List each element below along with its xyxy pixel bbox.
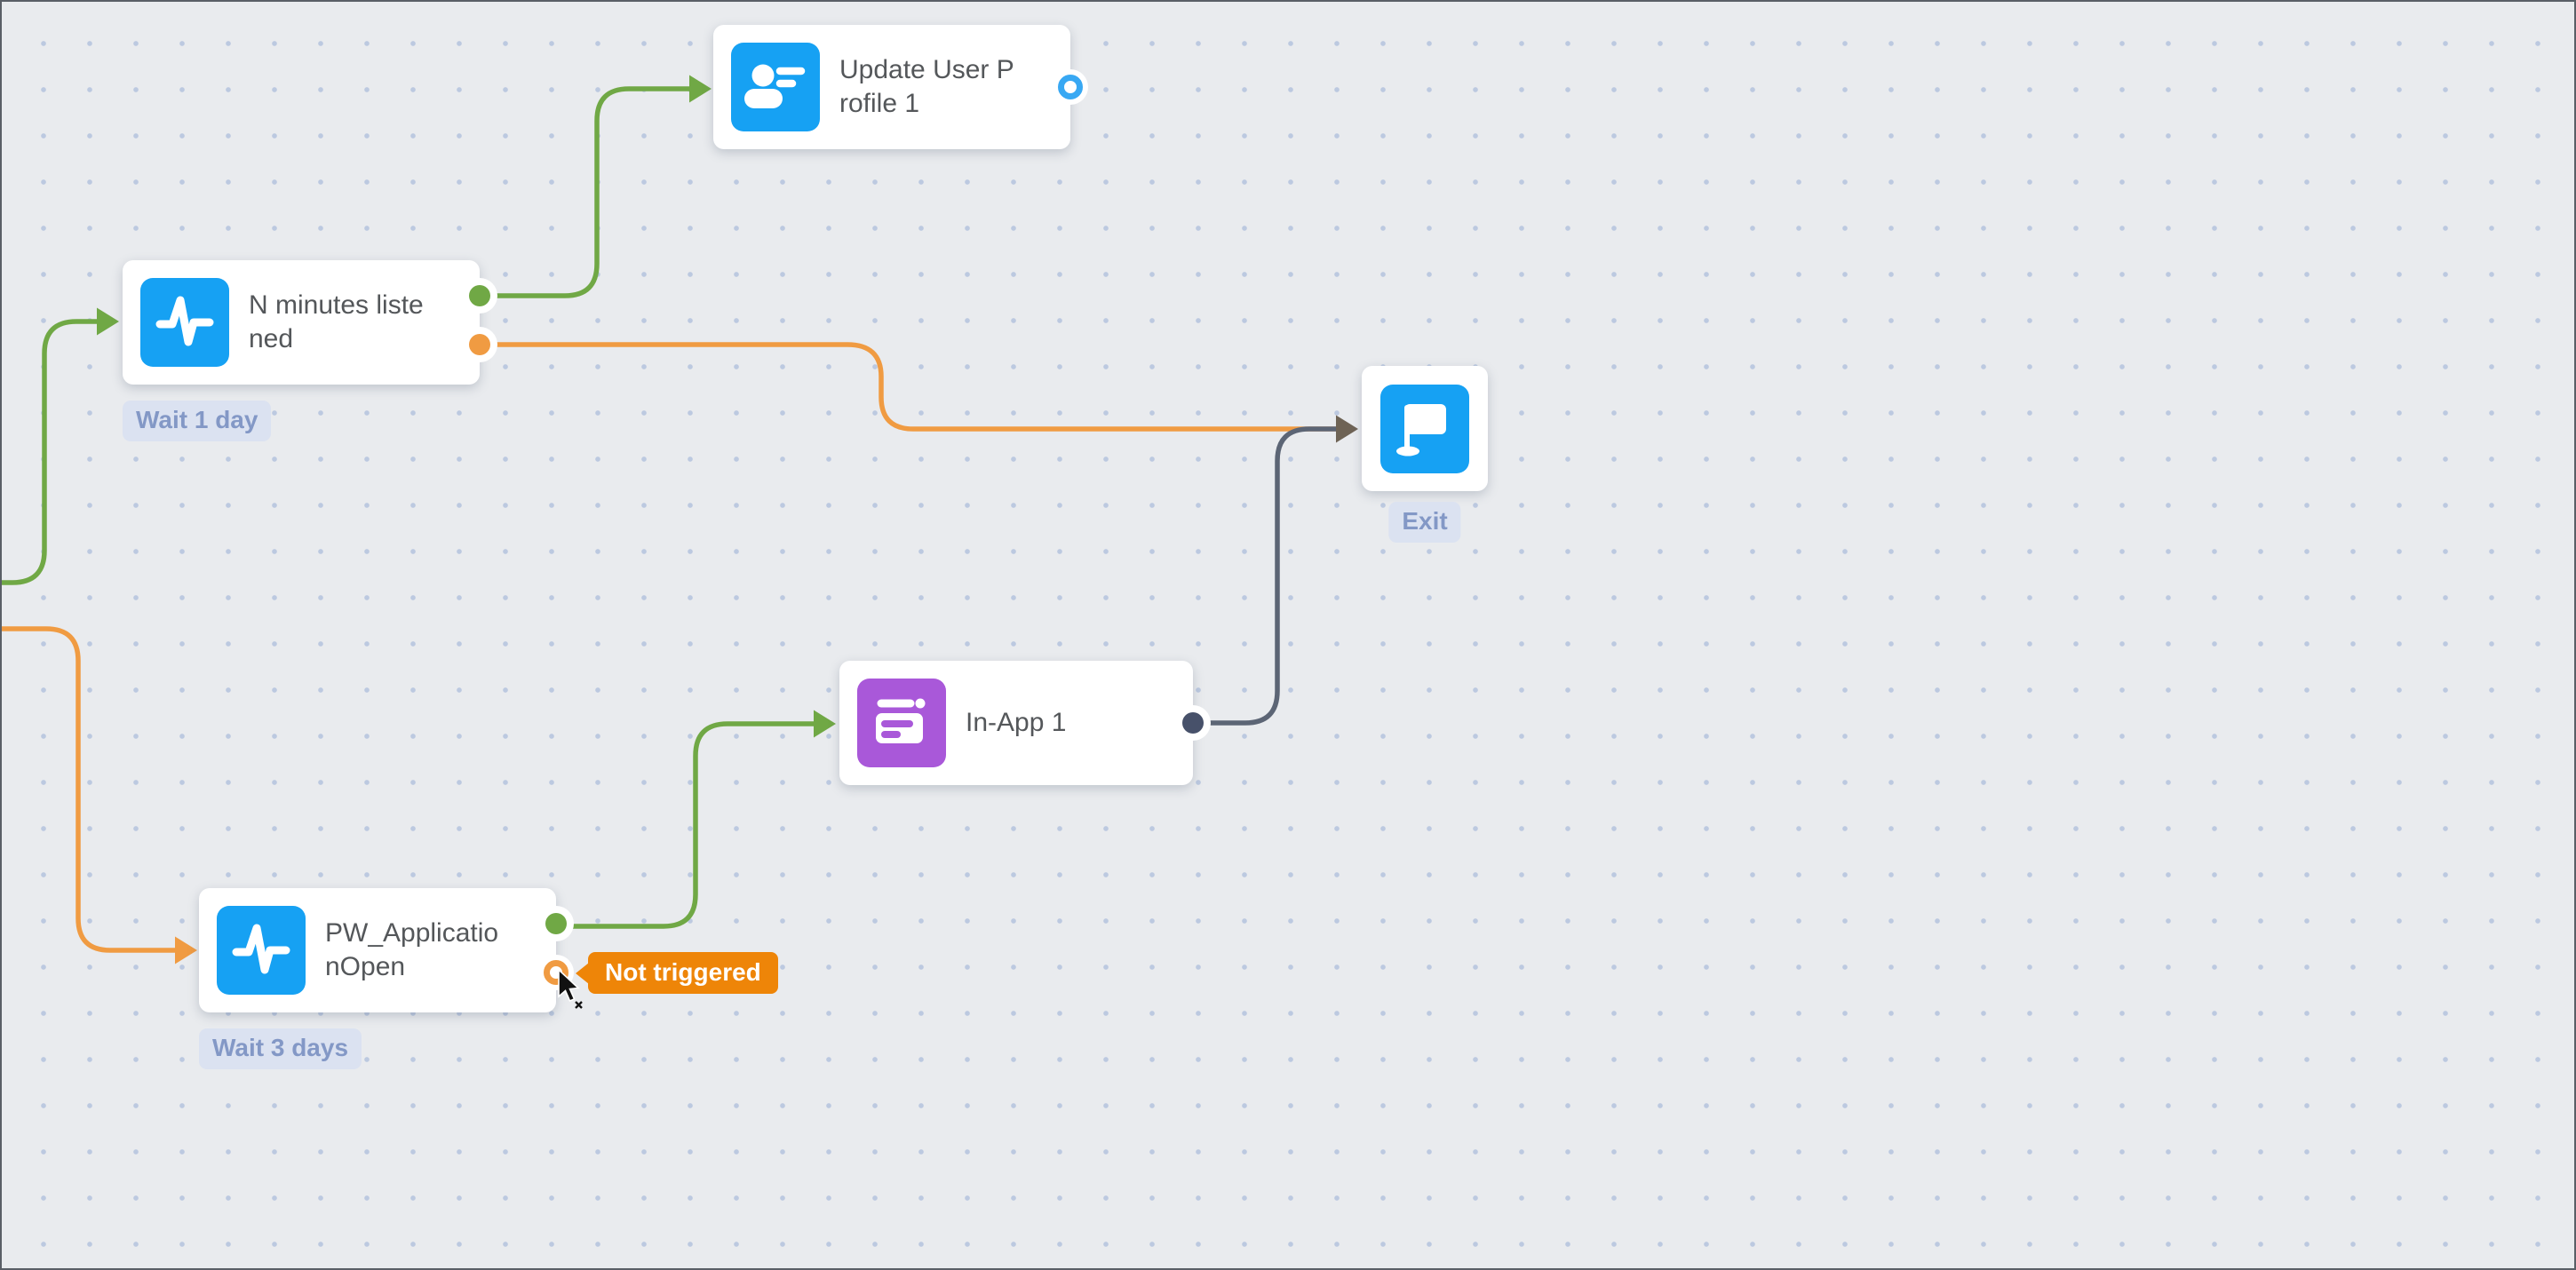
port-orange-pw-application-open[interactable] <box>544 960 568 985</box>
node-caption-exit: Exit <box>1388 502 1461 543</box>
in-app-icon <box>857 679 946 767</box>
flag-icon <box>1380 384 1469 473</box>
node-exit[interactable] <box>1362 366 1488 491</box>
port-orange-n-minutes-listened[interactable] <box>469 334 490 355</box>
node-label-update-user-profile-1: Update User Profile 1 <box>839 55 1014 118</box>
status-badge-pw-application-open: Not triggered <box>576 952 778 994</box>
port-green-n-minutes-listened[interactable] <box>469 285 490 306</box>
node-pw-application-open[interactable]: PW_ApplicationOpen <box>199 888 574 1012</box>
node-label-n-minutes-listened: N minutes listened <box>249 290 424 353</box>
node-caption-n-minutes-listened: Wait 1 day <box>123 401 272 441</box>
user-profile-icon <box>731 43 820 131</box>
activity-icon <box>217 906 306 995</box>
node-in-app-1[interactable]: In-App 1 <box>839 661 1211 785</box>
node-update-user-profile-1[interactable]: Update User Profile 1 <box>713 25 1088 149</box>
port-green-pw-application-open[interactable] <box>545 913 567 934</box>
activity-icon <box>140 278 229 367</box>
port-slate_port-in-app-1[interactable] <box>1182 712 1204 734</box>
node-caption-pw-application-open: Wait 3 days <box>199 1028 362 1069</box>
port-blue_ring-update-user-profile-1[interactable] <box>1058 75 1083 99</box>
node-n-minutes-listened[interactable]: N minutes listened <box>123 260 497 385</box>
node-label-in-app-1: In-App 1 <box>966 708 1067 737</box>
node-label-pw-application-open: PW_ApplicationOpen <box>325 918 499 981</box>
